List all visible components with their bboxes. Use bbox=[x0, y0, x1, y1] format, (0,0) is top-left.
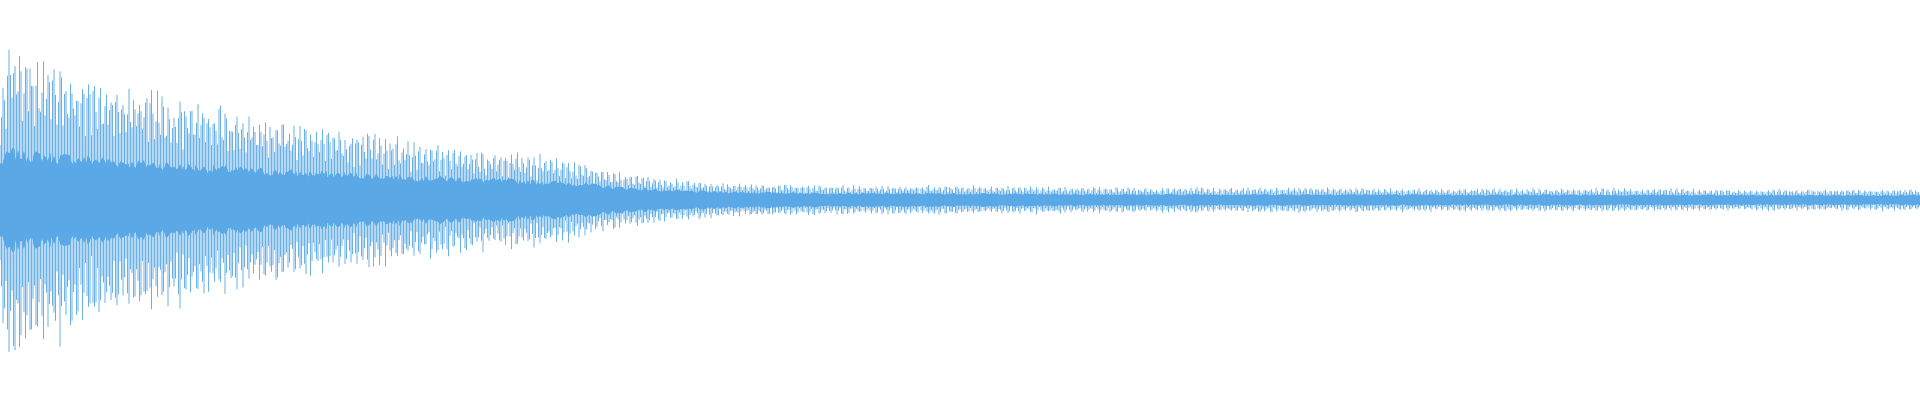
waveform-trace bbox=[0, 49, 1920, 352]
